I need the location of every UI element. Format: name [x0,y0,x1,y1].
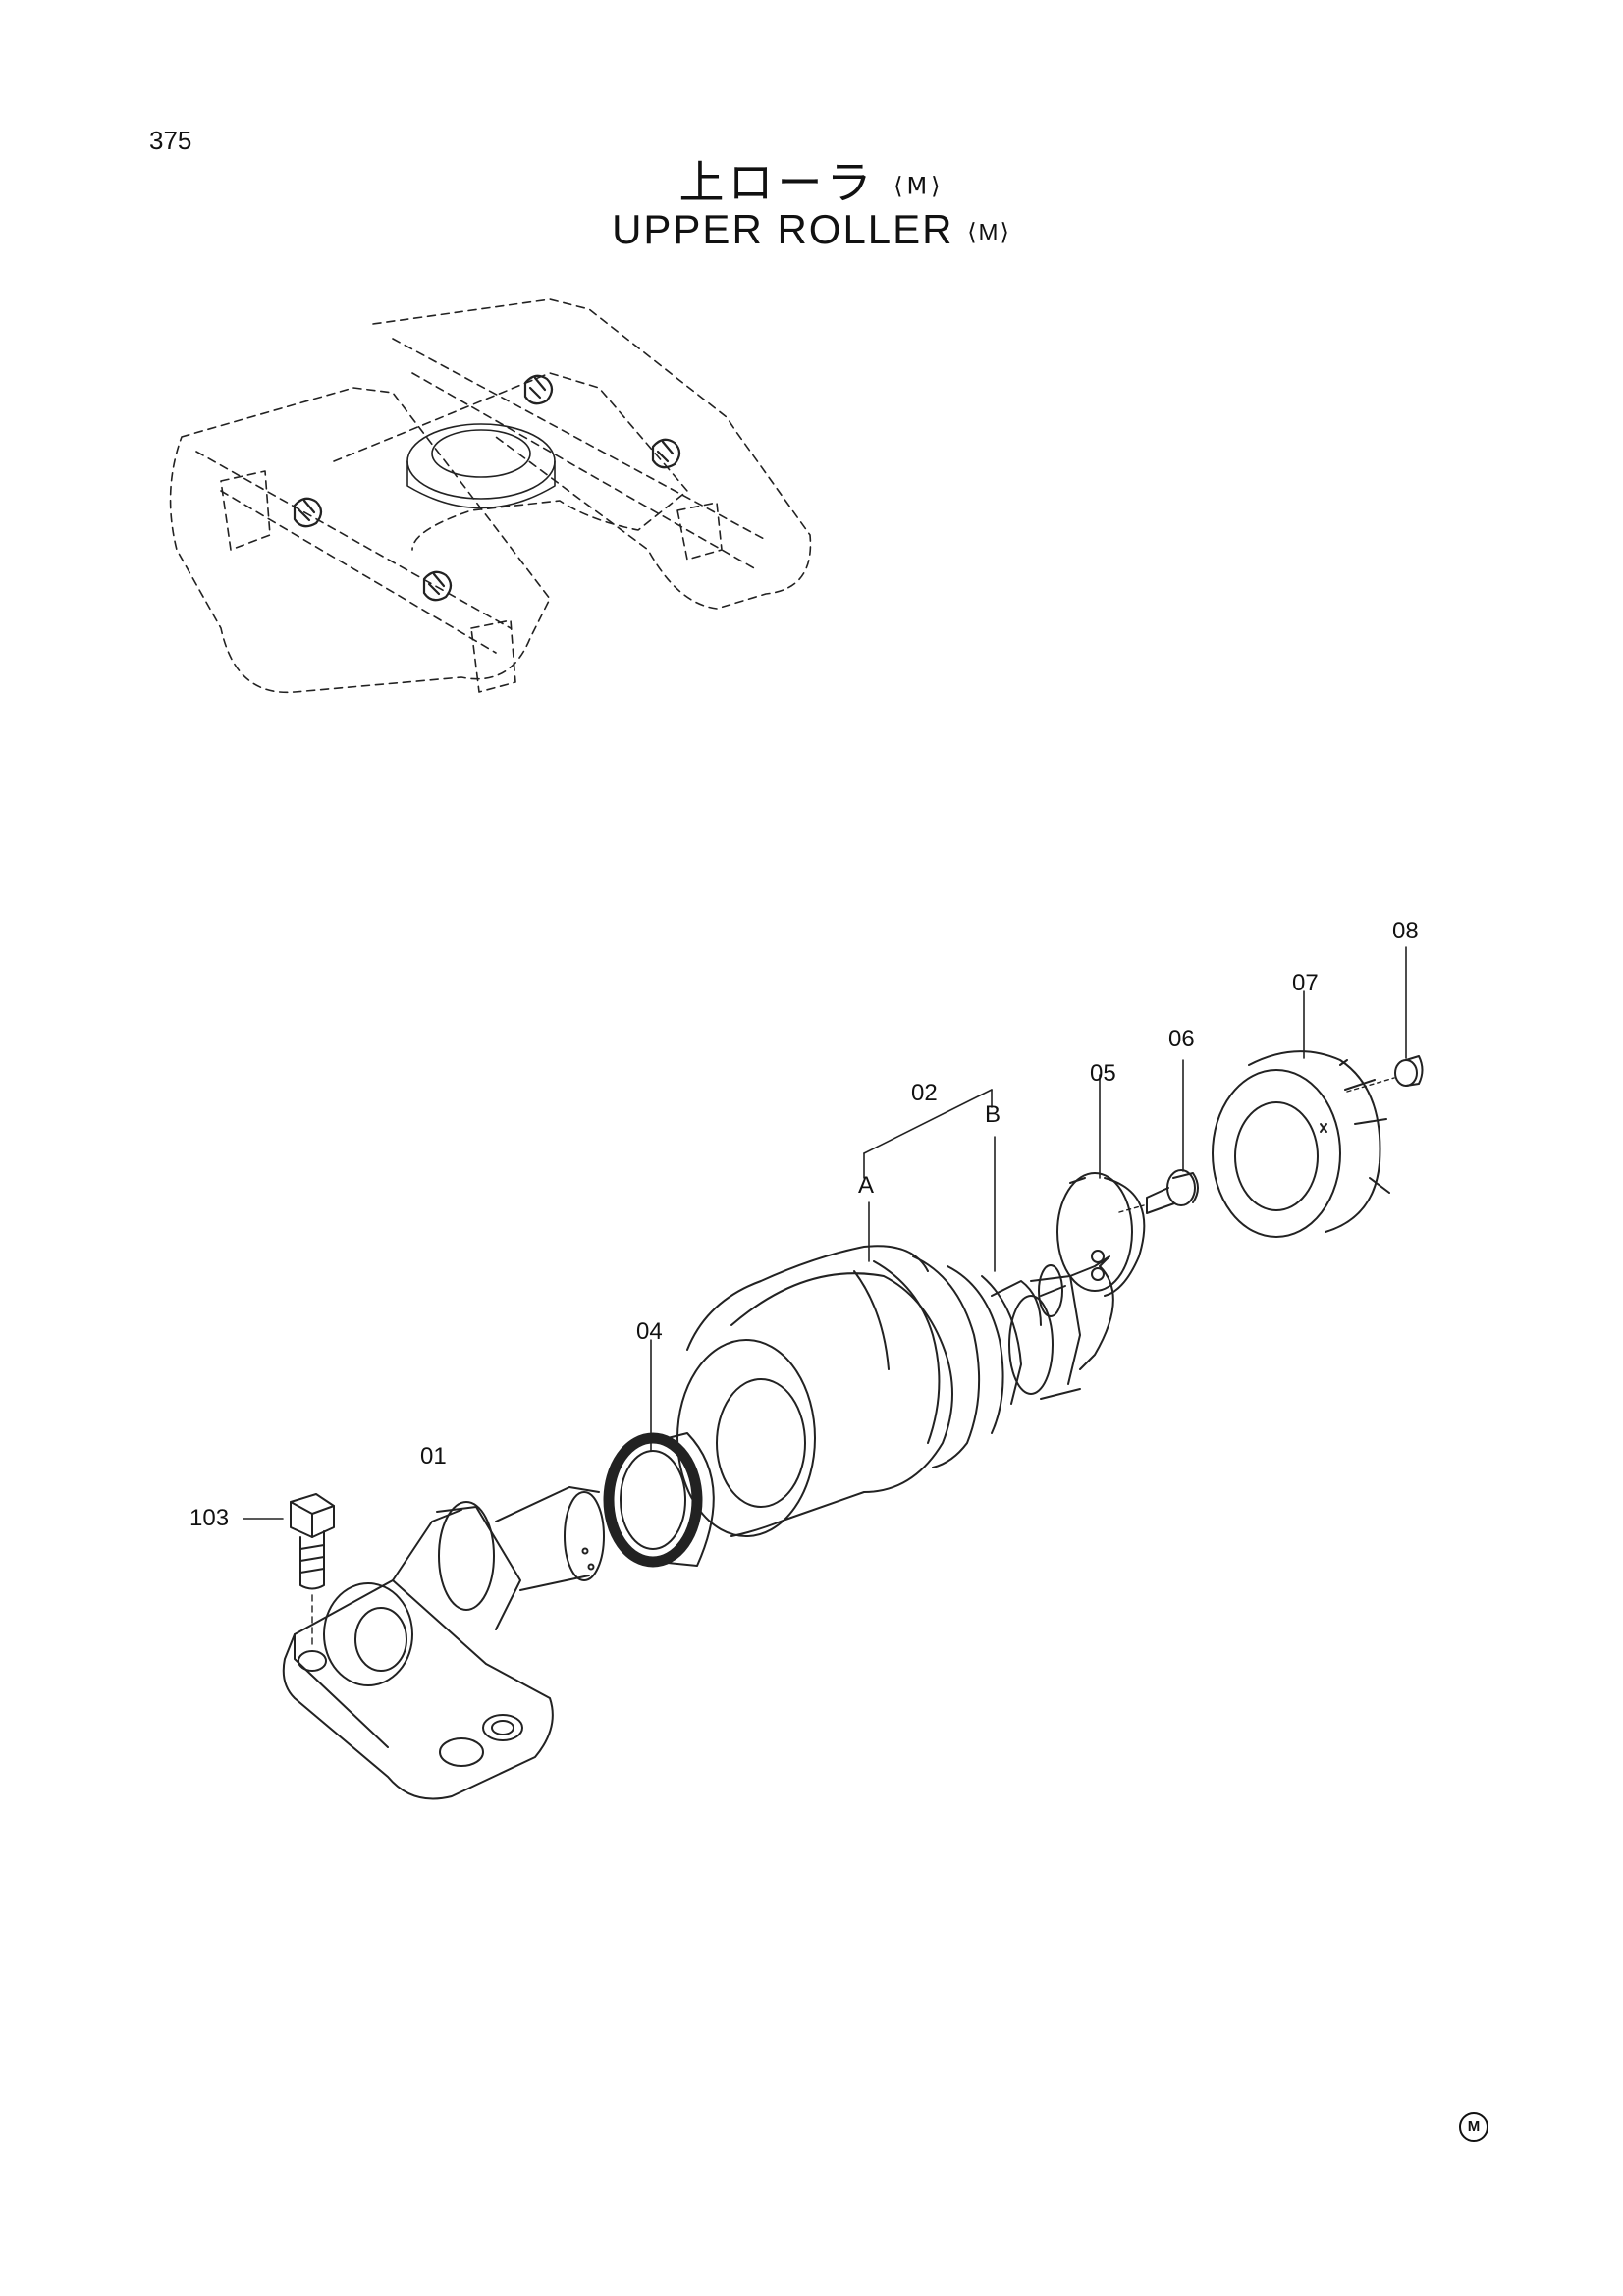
bracket-part-01 [282,1486,605,1800]
page-number: 375 [149,126,192,155]
cover-part-07 [1212,990,1390,1238]
label-part-07: 07 [1292,970,1319,996]
roller-part-02 [676,1245,1114,1537]
label-part-05: 05 [1090,1060,1116,1087]
title-japanese: 上ローラ ⟨M⟩ [0,147,1623,212]
undercarriage-overview [169,298,812,694]
variant-tag-jp: ⟨M⟩ [893,172,945,200]
callout-02-bracket [863,1089,996,1272]
title-jp-text: 上ローラ [678,156,876,209]
title-english: UPPER ROLLER ⟨M⟩ [0,206,1623,253]
thrust-plate-part-05 [1056,1074,1146,1297]
plug-part-08 [1346,946,1424,1093]
label-part-06: 06 [1168,1026,1195,1052]
bolt-part-06 [1118,1059,1199,1214]
overview-turntable [406,423,556,509]
label-part-103: 103 [189,1505,230,1531]
title-en-text: UPPER ROLLER [612,206,954,252]
footer-mark: M [1459,2112,1488,2142]
overview-upper-rollers [293,374,681,602]
variant-tag-en: ⟨M⟩ [967,219,1011,246]
label-subpart-a: A [858,1172,875,1199]
label-part-01: 01 [420,1443,447,1469]
label-part-04: 04 [636,1318,663,1345]
label-part-02: 02 [911,1080,938,1106]
seal-part-04 [603,1339,715,1568]
label-subpart-b: B [985,1101,1001,1128]
label-part-08: 08 [1392,918,1419,944]
bolt-part-103 [243,1493,335,1650]
